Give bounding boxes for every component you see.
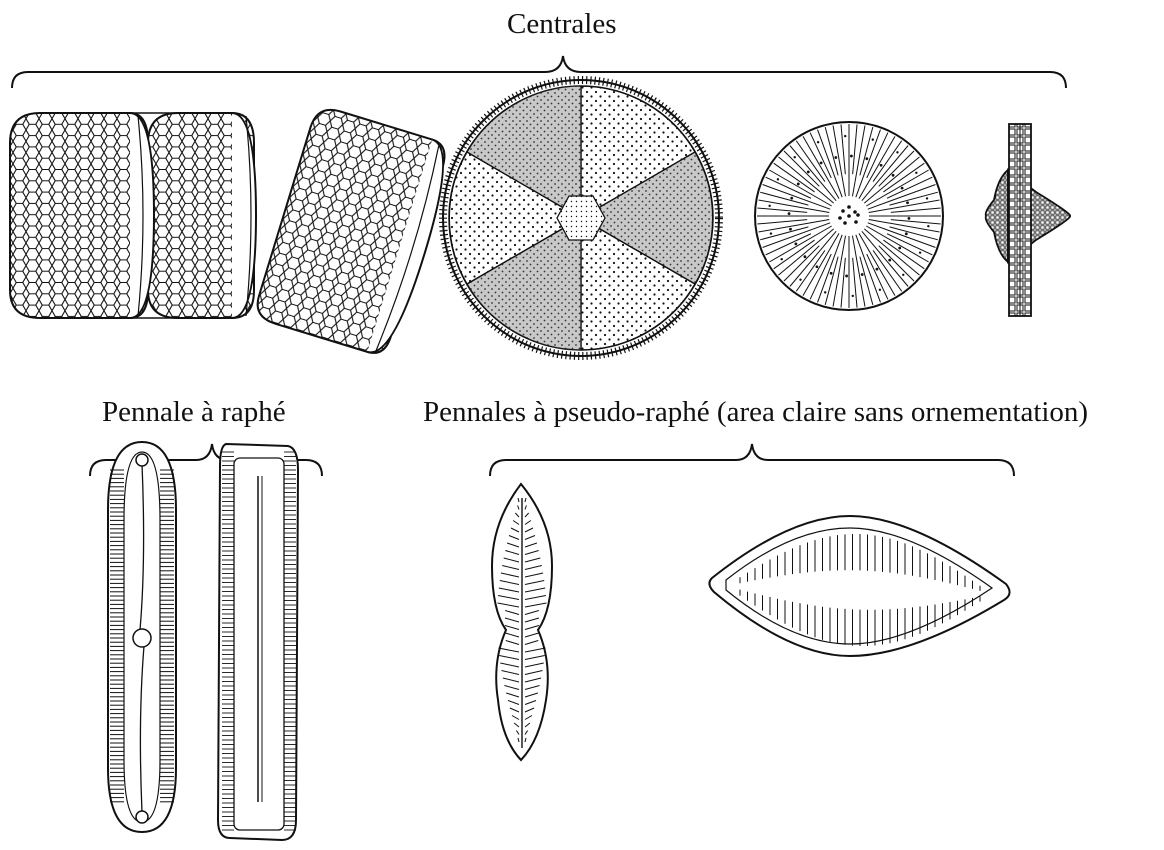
centric-sectored-disc xyxy=(443,80,719,356)
centric-cylinder-chain xyxy=(10,113,256,318)
pennale-raphe-label: Pennale à raphé xyxy=(102,398,286,427)
centric-radial-disc xyxy=(755,122,943,310)
centric-girdle-view xyxy=(986,124,1070,316)
pseudo-raphe-brace xyxy=(490,444,1014,476)
araphid-lanceolate-valve xyxy=(709,516,1009,656)
raphid-valve-view xyxy=(108,442,176,832)
centrales-brace xyxy=(12,56,1066,88)
araphid-elongated-valve xyxy=(492,484,552,760)
centric-tilted-cylinder xyxy=(253,104,458,359)
pennales-pseudo-raphe-label: Pennales à pseudo-raphé (area claire san… xyxy=(423,398,1088,427)
centrales-label: Centrales xyxy=(507,10,617,39)
raphid-girdle-view xyxy=(218,444,298,840)
